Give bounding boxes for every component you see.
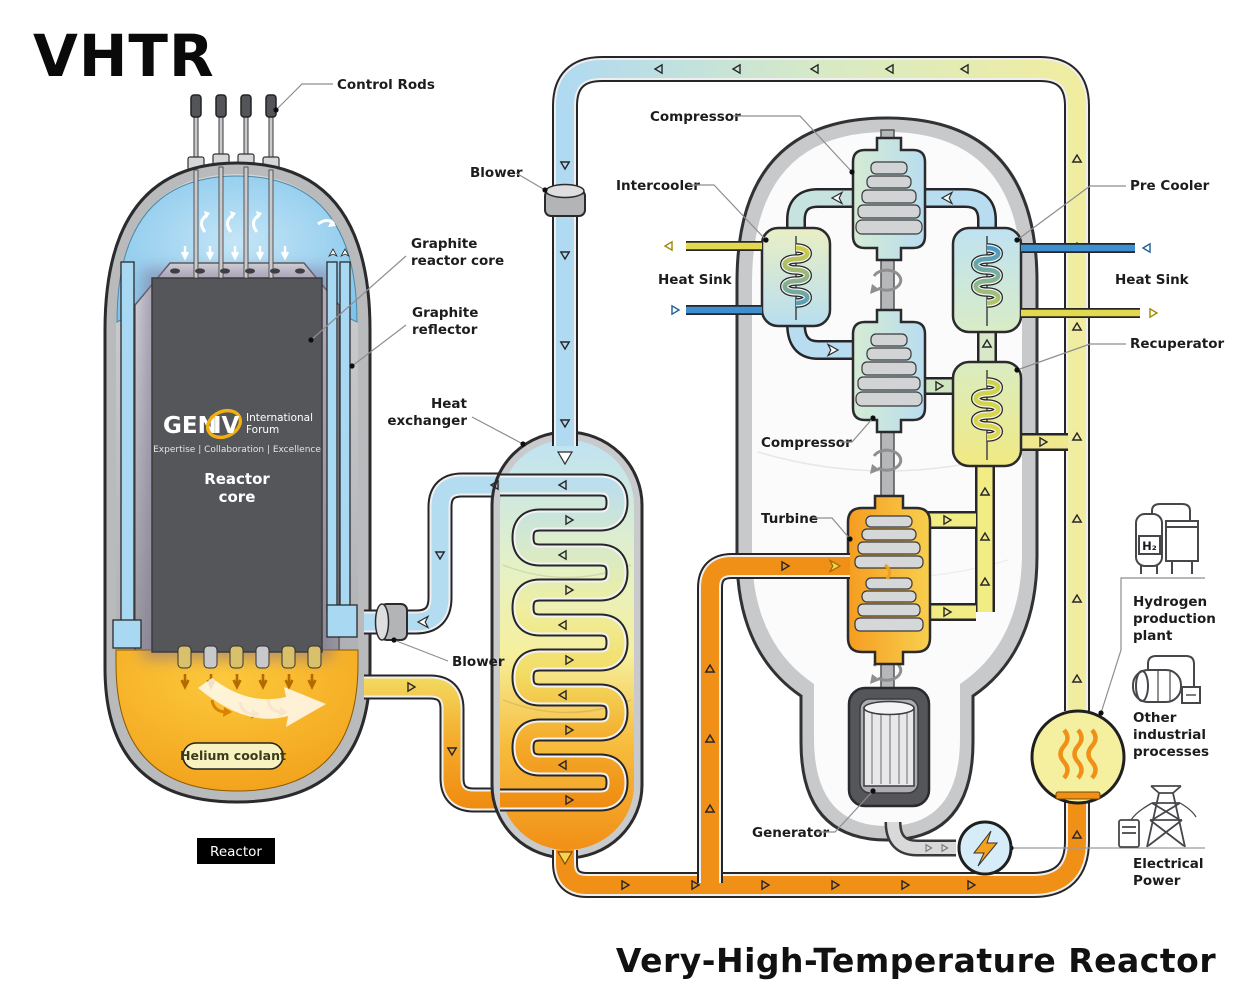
label-graphite-reflector-2: reflector: [412, 322, 478, 338]
label-electrical-1: Electrical: [1133, 856, 1204, 872]
label-generator: Generator: [752, 825, 829, 841]
hx-coil: [500, 473, 629, 812]
industrial-plant-icon: [1132, 655, 1201, 704]
internal-pipes: [786, 188, 1068, 621]
heat-sink-pipes: [686, 241, 1140, 318]
core-top-ports: [170, 268, 305, 274]
compressor-discs: [855, 161, 923, 235]
helium-coolant-label: Helium coolant: [180, 748, 286, 763]
pre-cooler-unit: [951, 226, 1023, 334]
page-subtitle: Very-High-Temperature Reactor: [616, 941, 1216, 980]
label-hydrogen-2: production: [1133, 611, 1216, 627]
power-conversion-vessel: [735, 116, 1068, 842]
turbine-discs: [854, 515, 924, 632]
swoosh-arrow: [198, 678, 326, 727]
reactor-core-label2: core: [219, 488, 256, 506]
helium-coolant-pill: [182, 742, 284, 770]
compressor-mid-unit: [851, 308, 927, 434]
hx-outlet-arrow: [556, 851, 574, 866]
lower-plenum: [115, 649, 359, 792]
logo-intl: International: [246, 412, 313, 424]
label-industrial-3: processes: [1133, 744, 1209, 760]
rod-stem: [193, 169, 199, 279]
h2-label: H₂: [1142, 539, 1157, 553]
label-graphite-reflector-1: Graphite: [412, 305, 478, 321]
blower-top-ring: [544, 183, 586, 217]
recuperator-unit: [951, 360, 1023, 468]
leader-dot: [1098, 710, 1104, 716]
secondary-bottom-pipe: [552, 800, 1090, 898]
heat-sink-arrow: [664, 241, 673, 251]
heat-waves-icon: [1058, 728, 1098, 780]
label-heat-exchanger-1: Heat: [431, 396, 468, 412]
turbine-feed-pipe: [697, 553, 850, 883]
compressor-top: [851, 136, 927, 262]
coolant-channel-right2: [339, 261, 351, 611]
label-blower-top: Blower: [470, 165, 523, 181]
bracket-line: [1100, 577, 1205, 714]
reactor-badge: [197, 838, 275, 864]
generator-output-pipe: [884, 821, 956, 857]
label-industrial-1: Other: [1133, 710, 1177, 726]
rod-stem: [218, 166, 224, 279]
plenum-flow-arrows: [180, 674, 326, 727]
label-heat-exchanger-2: exchanger: [387, 413, 467, 429]
electric-circle: [957, 820, 1013, 876]
reactor-vessel: GEN IV International Forum Expertise | C…: [103, 94, 372, 804]
label-recuperator: Recuperator: [1130, 336, 1224, 352]
turbine-unit: [846, 494, 932, 666]
label-heat-sink-right: Heat Sink: [1115, 272, 1190, 288]
label-hydrogen-1: Hydrogen: [1133, 594, 1207, 610]
rod-stem: [243, 166, 249, 279]
logo-iv: IV: [213, 413, 240, 439]
label-compressor-top: Compressor: [650, 109, 741, 125]
coolant-channel-foot: [112, 619, 142, 649]
label-turbine: Turbine: [761, 511, 818, 527]
label-heat-sink-left: Heat Sink: [658, 272, 733, 288]
geniv-logo: GEN IV International Forum Expertise | C…: [153, 408, 321, 455]
coolant-junction: [326, 604, 358, 638]
coolant-channel-left: [120, 261, 135, 623]
label-blower-bottom: Blower: [452, 654, 505, 670]
heat-plate: [1055, 791, 1101, 800]
label-intercooler: Intercooler: [616, 178, 700, 194]
heat-exchanger: [490, 430, 644, 860]
coolant-channel-right: [326, 261, 338, 611]
lightning-bolt-icon: [972, 830, 999, 867]
transmission-tower-icon: [1118, 785, 1197, 848]
secondary-top-pipe: [552, 56, 1090, 711]
label-hydrogen-3: plant: [1133, 628, 1173, 644]
label-compressor-mid: Compressor: [761, 435, 852, 451]
labels: Control Rods Graphite reactor core Graph…: [273, 77, 1224, 889]
page-title: VHTR: [33, 22, 215, 90]
dome-flow-arrows: [180, 211, 350, 261]
heat-sink-arrow: [1149, 308, 1158, 318]
heat-sink-arrow: [1142, 243, 1151, 253]
generator-unit: [847, 686, 931, 808]
reactor-core-label: Reactor: [204, 470, 270, 488]
reactor-badge-label: Reactor: [210, 844, 262, 860]
process-heat-exchanger: [1030, 709, 1126, 805]
blower-bottom-ring: [374, 603, 408, 641]
logo-tagline: Expertise | Collaboration | Excellence: [153, 445, 321, 455]
hx-inlet-arrow: [556, 451, 574, 466]
reactor-core-block: [151, 277, 323, 653]
intercooler-unit: [760, 226, 832, 328]
label-pre-cooler: Pre Cooler: [1130, 178, 1210, 194]
heat-sink-arrow: [671, 305, 680, 315]
label-graphite-core-1: Graphite: [411, 236, 477, 252]
logo-forum: Forum: [246, 424, 279, 436]
logo-ellipse: [205, 408, 243, 440]
hydrogen-plant-icon: H₂: [1135, 503, 1199, 574]
rod-stem: [268, 169, 274, 279]
label-graphite-core-2: reactor core: [411, 253, 504, 269]
label-control-rods: Control Rods: [337, 77, 435, 93]
core-bottom-slots: [177, 645, 322, 669]
label-industrial-2: industrial: [1133, 727, 1206, 743]
label-electrical-2: Power: [1133, 873, 1181, 889]
